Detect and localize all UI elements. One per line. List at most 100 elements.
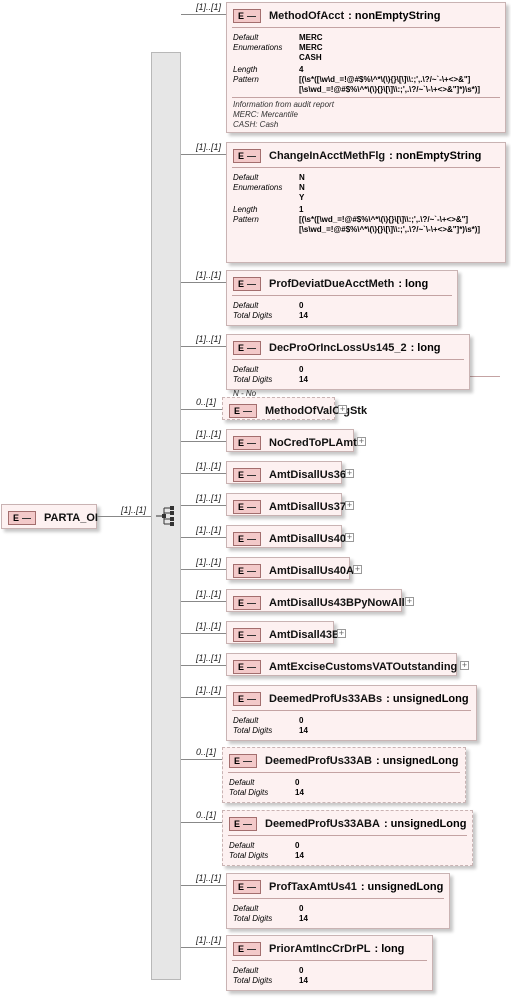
property-value: [(\s*([\w\d_=!@#$%\^*\(\){}\[\]\\:;',.\?… (299, 75, 481, 94)
element-name: MethodOfValClgStk (265, 404, 368, 417)
property-label: Pattern (233, 215, 259, 224)
element-type: : nonEmptyString (389, 149, 482, 162)
element-box[interactable]: E MethodOfValClgStk (222, 397, 367, 420)
cardinality-label: [1]..[1] (196, 685, 222, 695)
property-value: 1 (299, 205, 304, 214)
element-type: : nonEmptyString (348, 9, 441, 22)
separator (232, 97, 500, 98)
expand-icon[interactable]: + (345, 500, 354, 510)
property-label: Default (233, 716, 259, 725)
element-icon: E (233, 499, 261, 514)
element-icon: E (233, 563, 261, 578)
sequence-connector (181, 505, 226, 506)
property-value: 0 (299, 904, 304, 913)
property-value: 14 (299, 311, 308, 320)
property-value: 0 (295, 778, 300, 787)
element-icon: E (233, 8, 261, 23)
element-header: E ProfDeviatDueAcctMeth : long (233, 276, 428, 291)
cardinality-label: [1]..[1] (196, 429, 222, 439)
expand-icon[interactable]: + (353, 564, 362, 574)
expand-icon[interactable]: + (337, 628, 346, 638)
sequence-compositor-icon (155, 505, 177, 527)
element-type: : long (398, 277, 429, 290)
element-icon: E (233, 467, 261, 482)
sequence-connector (181, 697, 226, 698)
cardinality-label: [1]..[1] (196, 461, 222, 471)
property-value: 14 (299, 976, 308, 985)
property-label: Total Digits (229, 788, 269, 797)
element-name: AmtDisallUs37 (269, 500, 347, 513)
cardinality-label: [1]..[1] (196, 142, 222, 152)
cardinality-label: [1]..[1] (196, 557, 222, 567)
property-label: Default (229, 778, 255, 787)
property-label: Enumerations (233, 183, 283, 192)
expand-icon[interactable]: + (338, 404, 347, 414)
property-value: MERC (299, 33, 323, 42)
property-label: Total Digits (233, 976, 273, 985)
separator (232, 960, 427, 961)
sequence-connector (181, 441, 226, 442)
cardinality-label: [1]..[1] (196, 653, 222, 663)
element-type: : unsignedLong (383, 817, 467, 830)
element-icon: E (233, 659, 261, 674)
element-icon: E (233, 531, 261, 546)
element-icon: E (233, 276, 261, 291)
element-name: PriorAmtIncCrDrPL (269, 942, 371, 955)
property-label: Default (233, 365, 259, 374)
cardinality-label: [1]..[1] (196, 493, 222, 503)
element-type: : unsignedLong (360, 880, 444, 893)
element-name: ProfTaxAmtUs41 (269, 880, 357, 893)
root-connector (97, 516, 152, 517)
element-header: E AmtDisallUs37 (233, 499, 346, 514)
property-label: Total Digits (233, 375, 273, 384)
element-box[interactable]: E AmtDisallUs37 (226, 493, 346, 516)
property-label: Default (233, 33, 259, 42)
expand-icon[interactable]: + (345, 532, 354, 542)
element-type: : long (374, 942, 405, 955)
sequence-connector (181, 601, 226, 602)
expand-icon[interactable]: + (345, 468, 354, 478)
element-name: DeemedProfUs33AB (265, 754, 372, 767)
element-name: ProfDeviatDueAcctMeth (269, 277, 395, 290)
expand-icon[interactable]: + (460, 660, 469, 670)
expand-icon[interactable]: + (405, 596, 414, 606)
expand-icon[interactable]: + (357, 436, 366, 446)
sequence-connector (181, 665, 226, 666)
property-label: Default (229, 841, 255, 850)
element-icon: E (233, 435, 261, 450)
property-label: Default (233, 173, 259, 182)
property-label: Total Digits (233, 726, 273, 735)
cardinality-label: 0..[1] (196, 397, 217, 407)
property-label: Length (233, 205, 258, 214)
property-value: 0 (299, 365, 304, 374)
root-element-box[interactable]: E PARTA_OI (1, 504, 98, 529)
separator (232, 167, 500, 168)
sequence-connector (181, 633, 226, 634)
element-icon: E (229, 403, 257, 418)
